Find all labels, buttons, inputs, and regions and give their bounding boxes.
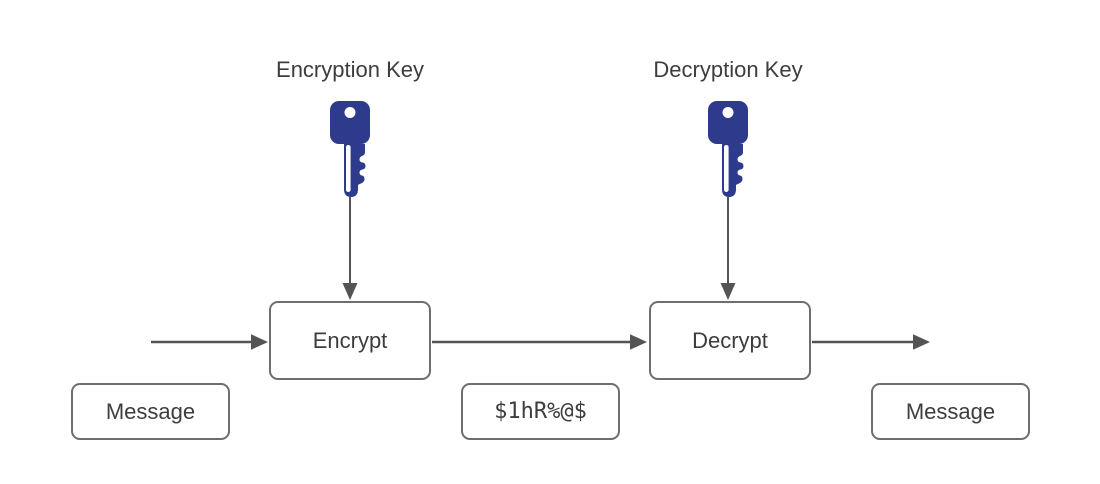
arrow-input-to-encrypt xyxy=(151,334,268,350)
message-node-right: Message xyxy=(871,383,1030,440)
key-icon xyxy=(708,101,748,197)
arrow-encryption-key-to-encrypt xyxy=(342,197,358,300)
ciphertext-node: $1hR%@$ xyxy=(461,383,620,440)
encryption-key-label: Encryption Key xyxy=(276,57,424,82)
arrow-encrypt-to-decrypt xyxy=(432,334,647,350)
key-icon xyxy=(330,101,370,197)
arrow-decrypt-to-output xyxy=(812,334,930,350)
message-node-left: Message xyxy=(71,383,230,440)
encrypt-node: Encrypt xyxy=(269,301,431,380)
arrow-decryption-key-to-decrypt xyxy=(720,197,736,300)
decrypt-node: Decrypt xyxy=(649,301,811,380)
decryption-key-label: Decryption Key xyxy=(653,57,803,82)
